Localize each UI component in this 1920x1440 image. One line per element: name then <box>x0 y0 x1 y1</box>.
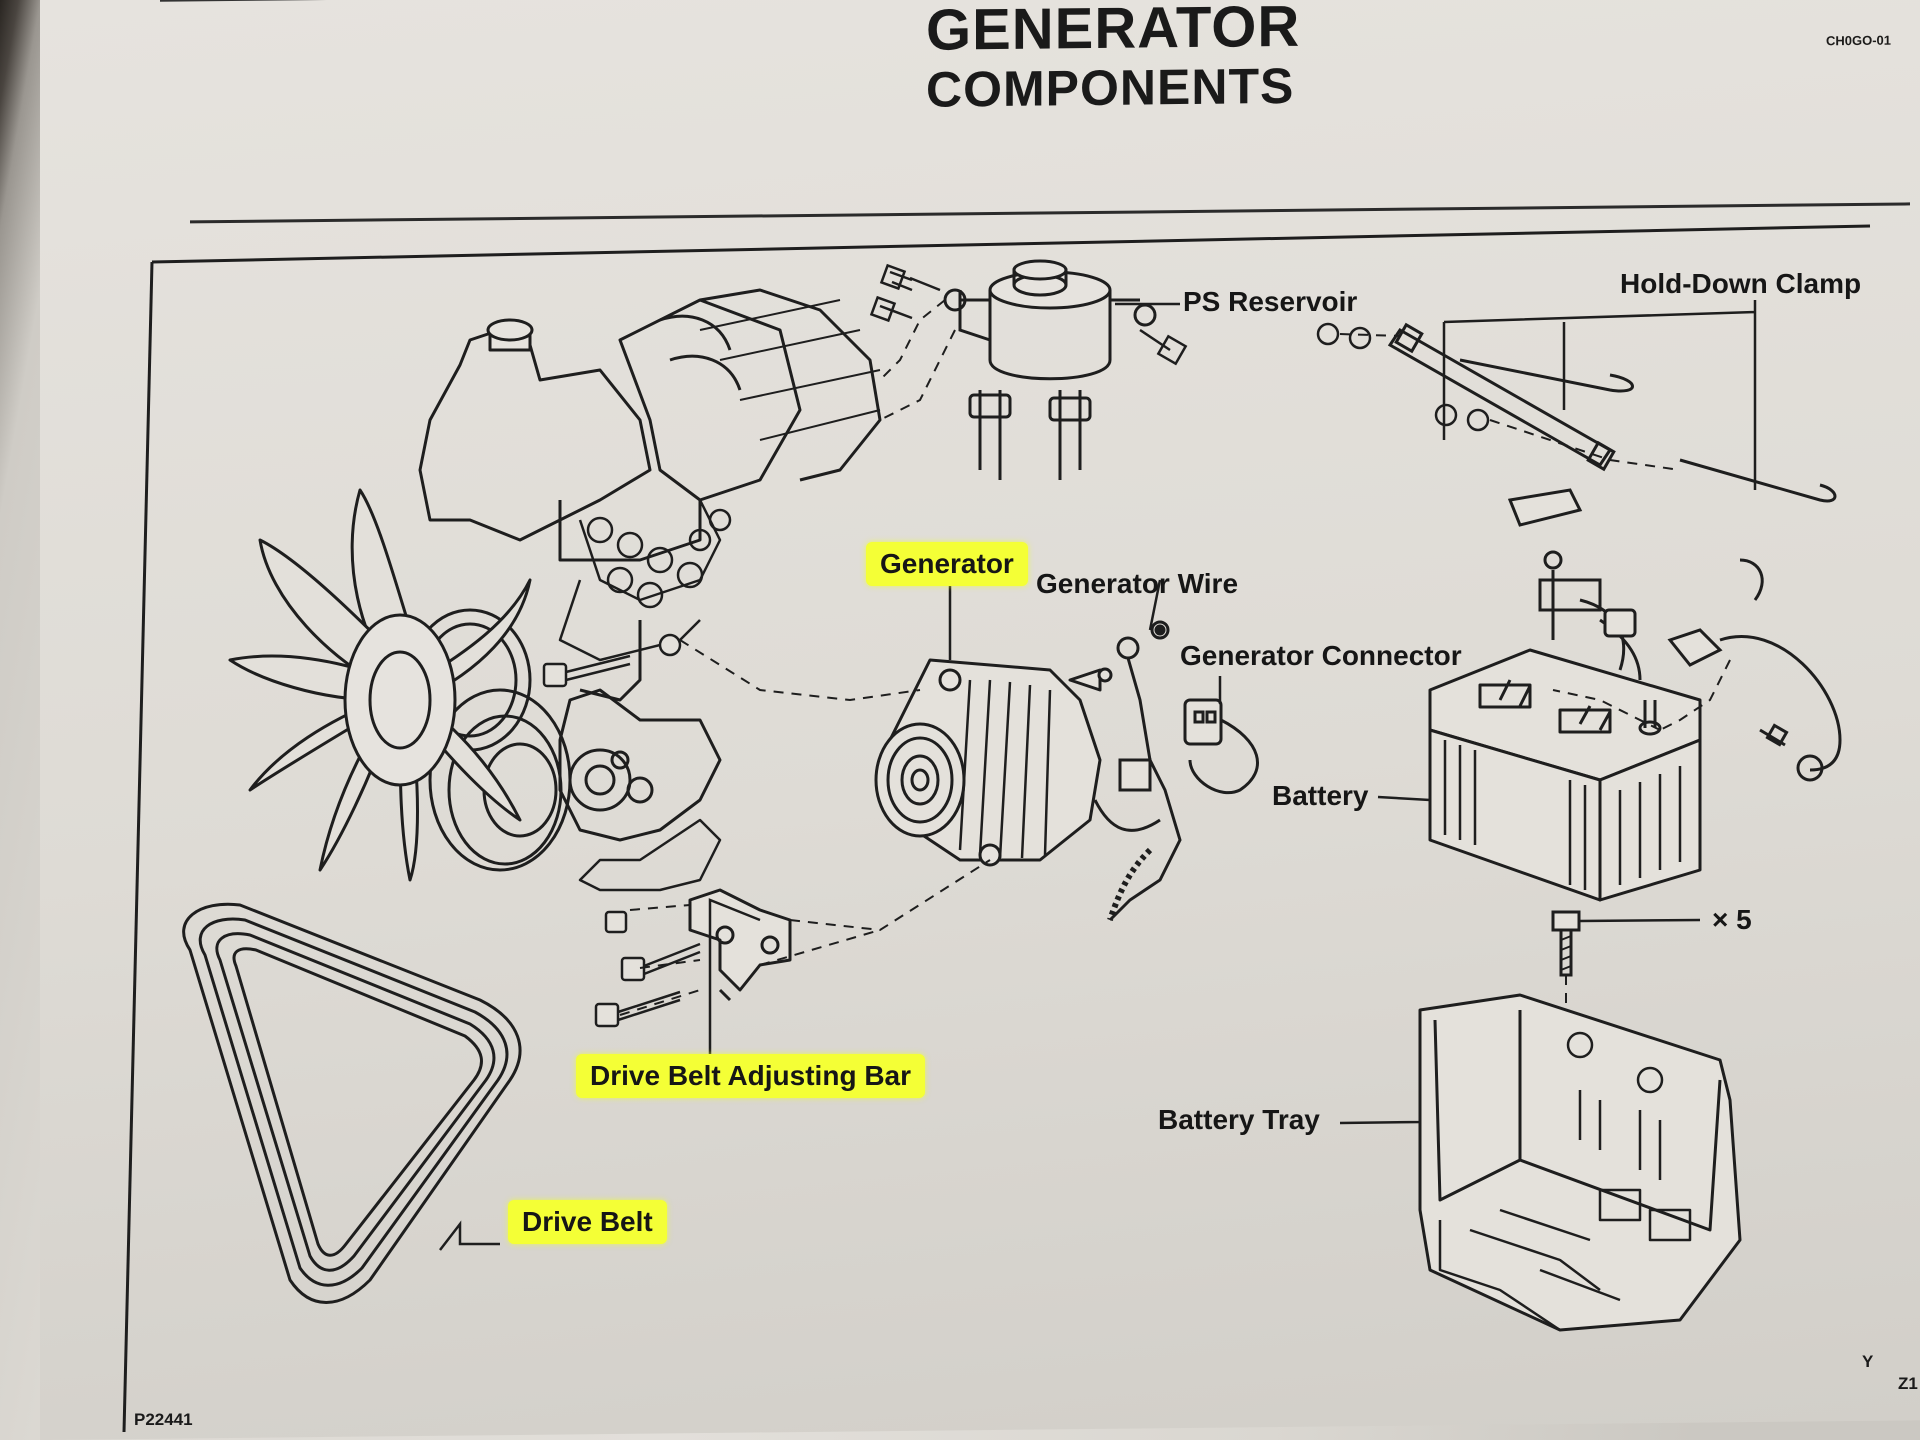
diagram-frame <box>122 224 1871 1433</box>
battery-tray-label: Battery Tray <box>1158 1104 1320 1135</box>
hold-down-clamp-drawing <box>1316 322 1837 503</box>
corner-mark-y: Y <box>1862 1352 1874 1371</box>
figure-id: P22441 <box>134 1410 193 1429</box>
battery-label: Battery <box>1272 780 1369 811</box>
quantity-label: × 5 <box>1712 904 1752 935</box>
leader-lines <box>439 300 1757 1251</box>
assembly-guide-lines <box>619 639 1661 1016</box>
generator-drawing <box>874 658 1113 867</box>
battery-cable-drawing <box>1507 488 1842 782</box>
drive-belt-drawing <box>182 902 522 1304</box>
ps-reservoir-label: PS Reservoir <box>1183 286 1358 317</box>
ps-reservoir-drawing <box>869 259 1188 480</box>
generator-connector-label: Generator Connector <box>1180 640 1462 671</box>
drive-belt-label: Drive Belt <box>508 1200 667 1244</box>
cooling-fan-drawing <box>228 488 532 882</box>
corner-mark-z: Z1 <box>1898 1374 1918 1393</box>
drive-belt-adjusting-bar-label: Drive Belt Adjusting Bar <box>576 1054 926 1098</box>
battery-drawing <box>1428 648 1702 902</box>
hold-down-clamp-label: Hold-Down Clamp <box>1620 268 1862 299</box>
generator-wire-label: Generator Wire <box>1036 568 1239 599</box>
generator-wire-drawing <box>1093 620 1259 922</box>
generator-label: Generator <box>866 542 1028 586</box>
battery-tray-drawing <box>1418 993 1742 1332</box>
engine-block-drawing <box>408 288 882 892</box>
